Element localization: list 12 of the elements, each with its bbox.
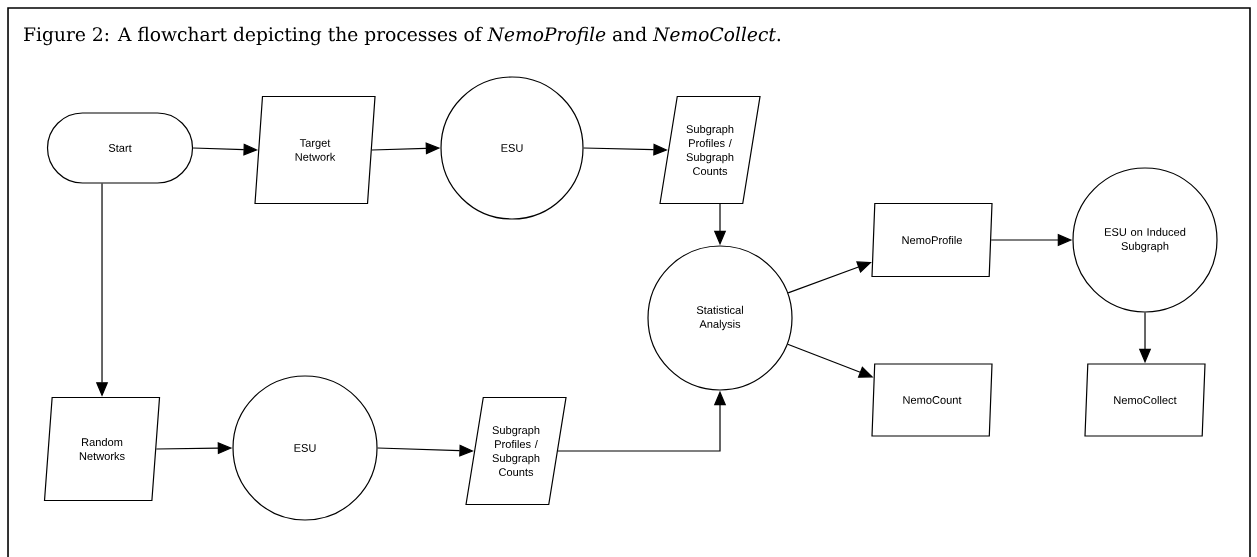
data-parallelogram: Subgraph Profiles / Subgraph Counts (465, 396, 567, 506)
arrow (377, 444, 474, 457)
data-parallelogram: NemoCollect (1084, 363, 1206, 437)
data-parallelogram: Target Network (254, 95, 376, 205)
arrow (583, 143, 668, 156)
terminal-box: Start (46, 112, 194, 184)
data-parallelogram: Subgraph Profiles / Subgraph Counts (659, 95, 761, 205)
figure-title: Figure 2: A flowchart depicting the processes of NemoProfile and NemoCollect. (24, 26, 781, 46)
arrow (787, 261, 872, 294)
data-parallelogram: NemoCount (871, 363, 993, 437)
data-parallelogram: NemoProfile (871, 202, 993, 278)
data-parallelogram: Random Networks (43, 396, 161, 502)
